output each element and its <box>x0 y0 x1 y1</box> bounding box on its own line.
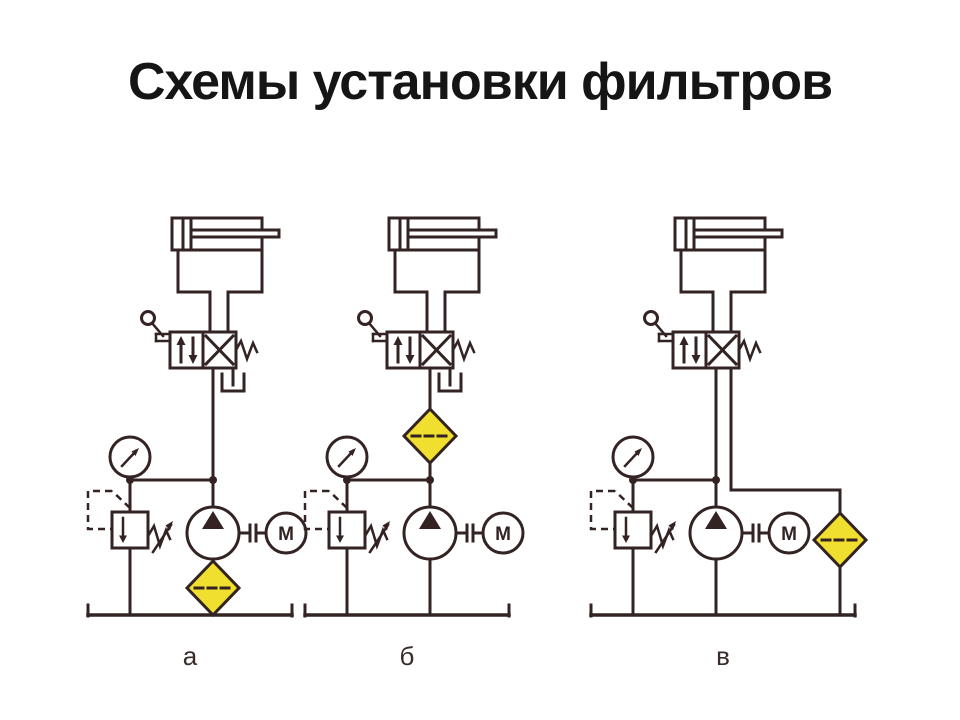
tank-drain <box>220 366 246 393</box>
relief-valve <box>589 489 676 554</box>
lever-icon <box>140 310 172 343</box>
pipes <box>303 366 511 618</box>
pump-icon <box>402 505 458 561</box>
circuit-return-filter: M <box>589 216 869 618</box>
motor-icon: M <box>264 511 308 555</box>
pressure-gauge-icon <box>611 435 655 479</box>
relief-valve <box>86 489 173 554</box>
hydraulic-cylinder <box>387 216 498 334</box>
scheme-v-container: в M <box>563 205 873 685</box>
scheme-a-container: а M <box>60 205 370 685</box>
scheme-v-label: в <box>716 641 730 671</box>
filter-icon <box>811 510 869 570</box>
coupling-icon <box>454 523 485 543</box>
directional-valve <box>168 330 259 370</box>
scheme-a-label: а <box>182 641 198 671</box>
hydraulic-cylinder <box>170 216 281 334</box>
hydraulic-cylinder <box>673 216 784 334</box>
motor-letter: M <box>278 524 294 545</box>
pipes <box>589 366 857 618</box>
pressure-gauge-icon <box>325 435 369 479</box>
directional-valve <box>385 330 476 370</box>
tank-drain <box>437 366 463 393</box>
motor-icon: M <box>767 511 811 555</box>
pressure-gauge-icon <box>108 435 152 479</box>
lever-icon <box>643 310 675 343</box>
scheme-b-container: б M <box>277 205 587 685</box>
motor-letter: M <box>495 524 511 545</box>
lever-icon <box>357 310 389 343</box>
pump-icon <box>688 505 744 561</box>
motor-letter: M <box>781 524 797 545</box>
filter-icon <box>401 406 459 466</box>
scheme-b-label: б <box>399 641 415 671</box>
circuit-suction-filter: M <box>86 216 308 618</box>
slide-title: Схемы установки фильтров <box>127 53 833 111</box>
circuit-pressure-filter: M <box>303 216 525 618</box>
coupling-icon <box>237 523 268 543</box>
pump-icon <box>185 505 241 561</box>
coupling-icon <box>740 523 771 543</box>
motor-icon: M <box>481 511 525 555</box>
directional-valve <box>671 330 762 370</box>
relief-valve <box>303 489 390 554</box>
filter-icon <box>184 558 242 618</box>
pipes <box>86 366 294 618</box>
